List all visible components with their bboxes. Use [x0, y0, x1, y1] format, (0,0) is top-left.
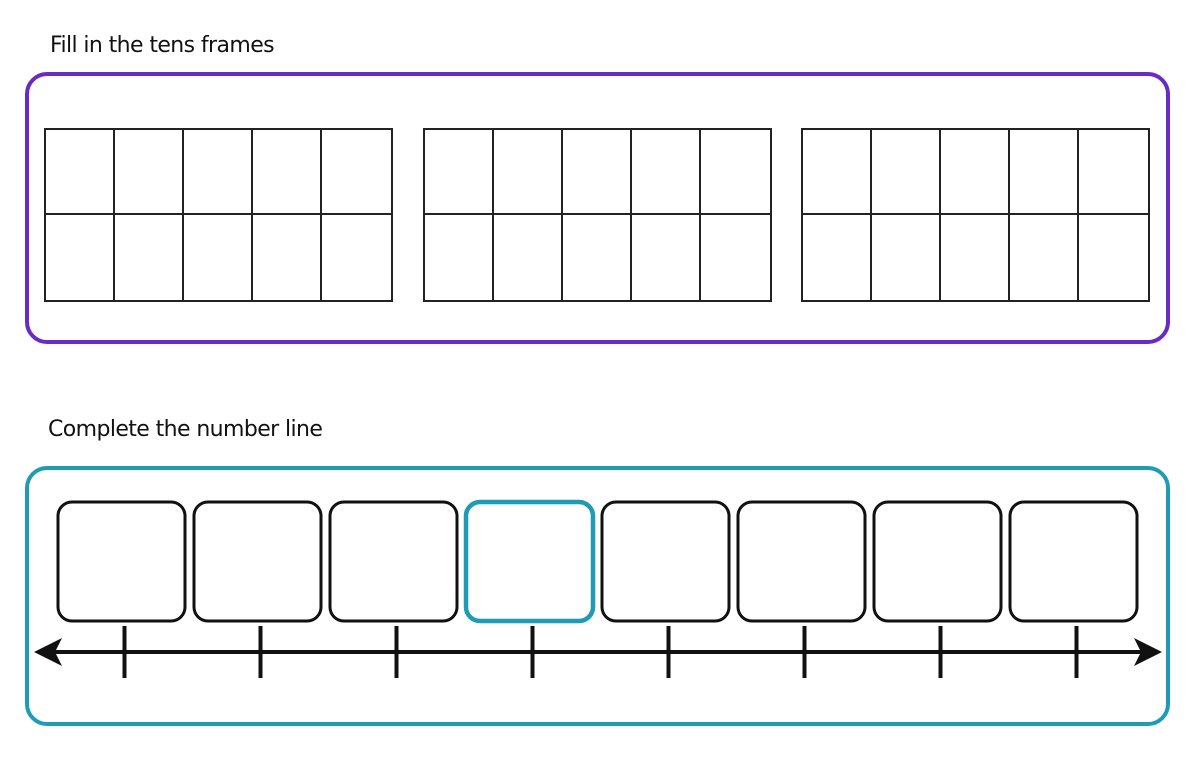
- tens-frame-cell[interactable]: [253, 130, 322, 215]
- tens-frame-cell[interactable]: [563, 215, 632, 300]
- tens-frame-cell[interactable]: [46, 130, 115, 215]
- tens-frame-cell[interactable]: [632, 215, 701, 300]
- tens-frame-cell[interactable]: [803, 215, 872, 300]
- answer-box-8[interactable]: [1008, 500, 1139, 623]
- tens-frame-cell[interactable]: [803, 130, 872, 215]
- answer-box-4[interactable]: [463, 499, 596, 624]
- answer-box-6[interactable]: [736, 500, 867, 623]
- arrow-left-icon: [34, 638, 62, 666]
- answer-box-2[interactable]: [192, 500, 323, 623]
- tens-frame-3: [801, 128, 1150, 302]
- number-line-heading: Complete the number line: [48, 417, 323, 442]
- tens-frame-cell[interactable]: [46, 215, 115, 300]
- tens-frame-cell[interactable]: [184, 215, 253, 300]
- tens-frame-2: [423, 128, 772, 302]
- tens-frame-cell[interactable]: [941, 215, 1010, 300]
- tens-frame-cell[interactable]: [184, 130, 253, 215]
- tens-frame-1: [44, 128, 393, 302]
- tens-frame-cell[interactable]: [1010, 130, 1079, 215]
- tens-frame-cell[interactable]: [941, 130, 1010, 215]
- tens-frames-heading: Fill in the tens frames: [50, 33, 275, 58]
- tens-frame-cell[interactable]: [632, 130, 701, 215]
- answer-box-1[interactable]: [56, 500, 187, 623]
- tens-frame-cell[interactable]: [872, 130, 941, 215]
- ticks-layer: [122, 626, 1079, 678]
- tens-frame-cell[interactable]: [563, 130, 632, 215]
- tens-frames-panel: [25, 72, 1170, 344]
- tens-frame-cell[interactable]: [425, 215, 494, 300]
- tens-frame-cell[interactable]: [1079, 130, 1148, 215]
- tens-frame-cell[interactable]: [115, 130, 184, 215]
- tens-frame-cell[interactable]: [494, 215, 563, 300]
- tens-frame-cell[interactable]: [701, 130, 770, 215]
- answer-boxes-layer: [56, 499, 1139, 624]
- tens-frame-cell[interactable]: [1010, 215, 1079, 300]
- answer-box-5[interactable]: [600, 500, 731, 623]
- tens-frame-cell[interactable]: [872, 215, 941, 300]
- tens-frame-cell[interactable]: [115, 215, 184, 300]
- tens-frame-cell[interactable]: [494, 130, 563, 215]
- tens-frame-cell[interactable]: [253, 215, 322, 300]
- tens-frame-cell[interactable]: [425, 130, 494, 215]
- answer-box-7[interactable]: [872, 500, 1003, 623]
- arrow-right-icon: [1134, 638, 1162, 666]
- tens-frame-cell[interactable]: [322, 130, 391, 215]
- answer-box-3[interactable]: [328, 500, 459, 623]
